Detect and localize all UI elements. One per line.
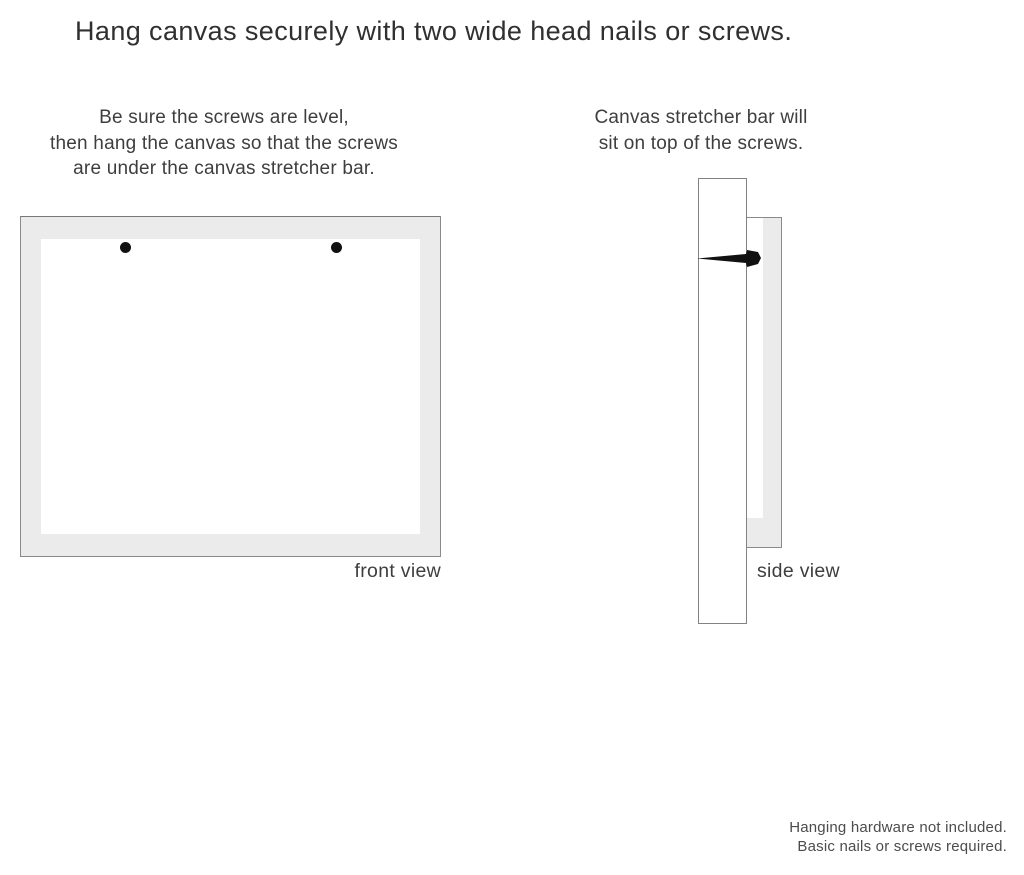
nail-icon: [697, 250, 761, 267]
side-instruction-line: Canvas stretcher bar will: [594, 107, 808, 128]
footnote-line: Basic nails or screws required.: [797, 837, 1007, 855]
front-view-canvas-inner-face: [41, 239, 420, 534]
front-view-instruction: Be sure the screws are level, then hang …: [18, 105, 430, 182]
side-view-canvas-drawing: [746, 217, 782, 548]
screw-head-icon: [331, 242, 342, 253]
front-instruction-line: Be sure the screws are level,: [99, 107, 349, 128]
page-title: Hang canvas securely with two wide head …: [75, 16, 793, 46]
front-view-canvas-drawing: [20, 216, 441, 557]
side-view-canvas-inner-face: [747, 218, 763, 518]
side-instruction-line: sit on top of the screws.: [598, 132, 804, 154]
side-view-instruction: Canvas stretcher bar will sit on top of …: [560, 105, 842, 156]
front-instruction-line: are under the canvas stretcher bar.: [73, 158, 375, 179]
front-view-label: front view: [354, 560, 441, 582]
screw-head-icon: [120, 242, 131, 253]
side-view-label: side view: [757, 560, 840, 582]
stretcher-bar-drawing: [698, 178, 747, 624]
footnote-line: Hanging hardware not included.: [789, 819, 1007, 836]
front-instruction-line: then hang the canvas so that the screws: [50, 132, 398, 154]
hardware-footnote: Hanging hardware not included. Basic nai…: [707, 819, 1007, 856]
